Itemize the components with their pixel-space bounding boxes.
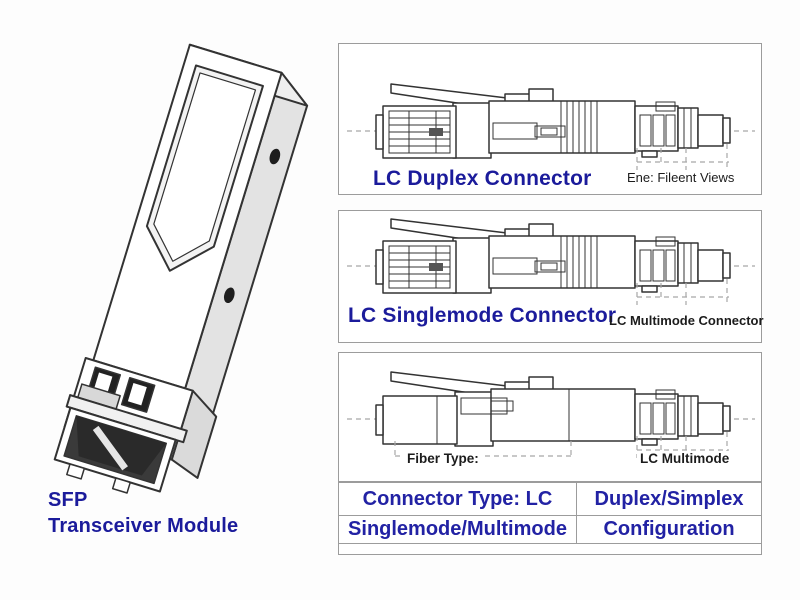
panel1-heading: LC Duplex Connector [373, 167, 592, 190]
table-cell-mode: Singlemode/Multimode [339, 516, 577, 544]
panel-fiber-type: Fiber Type: LC Multimode [338, 352, 762, 482]
sfp-label-line1: SFP [48, 489, 88, 511]
sfp-label-line2: Transceiver Module [48, 515, 239, 537]
table-cell-connector-type: Connector Type: LC [339, 483, 577, 516]
panel3-annotation-left: Fiber Type: [403, 451, 483, 466]
sfp-module-label: SFP Transceiver Module [48, 487, 238, 539]
sfp-module-drawing [53, 43, 309, 494]
table-cell-duplex-simplex: Duplex/Simplex [577, 483, 761, 516]
panel3-annotation-right: LC Multimode [637, 451, 733, 466]
panel1-annotation: Ene: Fileent Views [627, 170, 735, 185]
panel-lc-duplex: LC Duplex Connector Ene: Fileent Views [338, 43, 762, 195]
panel-lc-singlemode: LC Singlemode Connector LC Multimode Con… [338, 210, 764, 343]
table-cell-empty [339, 544, 761, 554]
panel2-heading: LC Singlemode Connector [348, 304, 617, 327]
panel2-annotation: LC Multimode Connector [609, 313, 764, 328]
table-cell-configuration: Configuration [577, 516, 761, 544]
connector-spec-table: Connector Type: LC Duplex/Simplex Single… [338, 482, 762, 555]
